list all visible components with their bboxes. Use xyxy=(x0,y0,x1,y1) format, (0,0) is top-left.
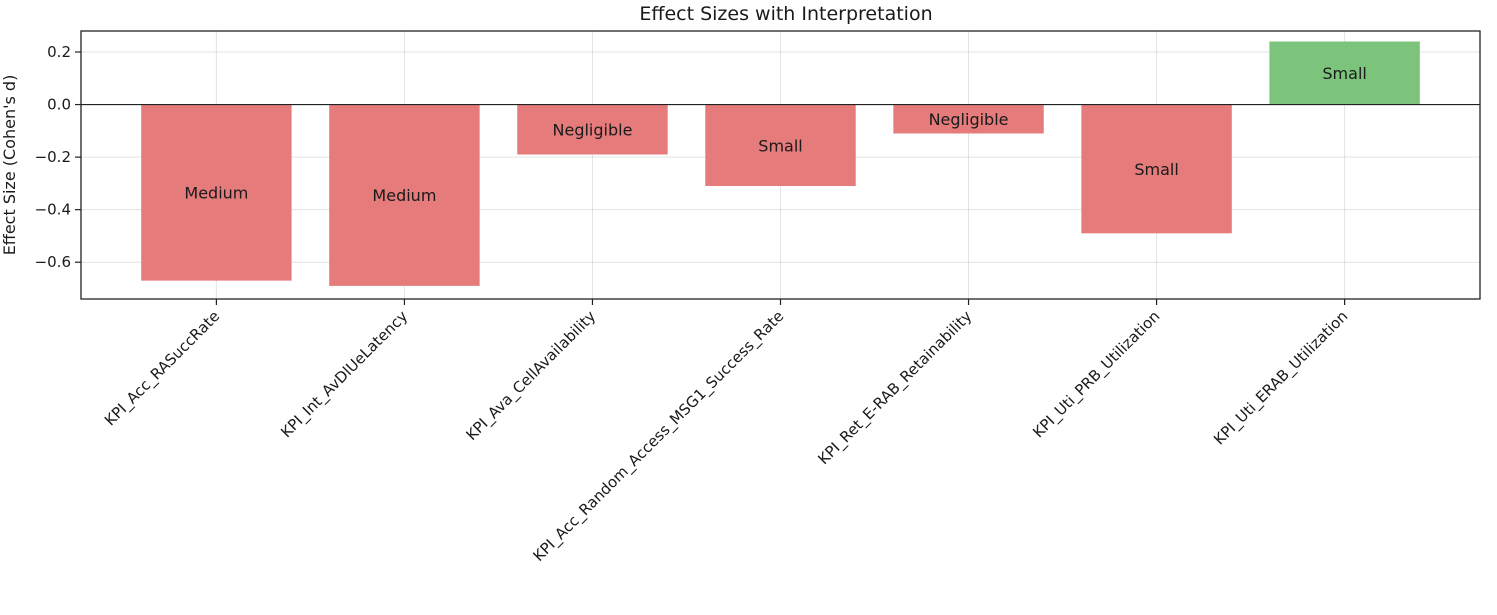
y-axis-ticks: 0.2 0.0 −0.2 −0.4 −0.6 xyxy=(35,43,81,271)
bar xyxy=(1081,104,1232,234)
bar xyxy=(893,104,1044,134)
bars-layer xyxy=(141,41,1420,286)
y-tick-label: −0.4 xyxy=(35,201,71,219)
bar-interpretation-label: Small xyxy=(1322,64,1366,83)
bar xyxy=(329,104,480,286)
bar xyxy=(141,104,292,281)
y-tick-label: −0.2 xyxy=(35,148,71,166)
bar-interpretation-label: Small xyxy=(758,136,802,155)
bar-interpretation-label: Negligible xyxy=(929,110,1009,129)
x-axis-ticks: KPI_Acc_RASuccRate KPI_Int_AvDlUeLatency K… xyxy=(101,299,1352,566)
bar xyxy=(517,104,668,155)
category-label: KPI_Ava_CellAvailability xyxy=(462,307,600,445)
bar-interpretation-label: Small xyxy=(1134,160,1178,179)
bar-interpretation-label: Negligible xyxy=(553,121,633,140)
y-tick-label: −0.6 xyxy=(35,253,71,271)
category-label: KPI_Acc_RASuccRate xyxy=(101,307,224,430)
category-label: KPI_Uti_ERAB_Utilization xyxy=(1210,307,1352,449)
bar-interpretation-label: Medium xyxy=(184,184,248,203)
y-axis-label: Effect Size (Cohen's d) xyxy=(0,75,19,256)
bar-interpretation-label: Medium xyxy=(372,186,436,205)
category-label: KPI_Ret_E-RAB_Retainability xyxy=(814,307,976,469)
y-tick-label: 0.2 xyxy=(47,43,71,61)
bar xyxy=(1269,41,1420,105)
bar xyxy=(705,104,856,187)
category-label: KPI_Uti_PRB_Utilization xyxy=(1029,307,1164,442)
y-tick-label: 0.0 xyxy=(47,96,71,114)
category-label: KPI_Int_AvDlUeLatency xyxy=(277,307,412,442)
chart-title: Effect Sizes with Interpretation xyxy=(639,3,932,25)
